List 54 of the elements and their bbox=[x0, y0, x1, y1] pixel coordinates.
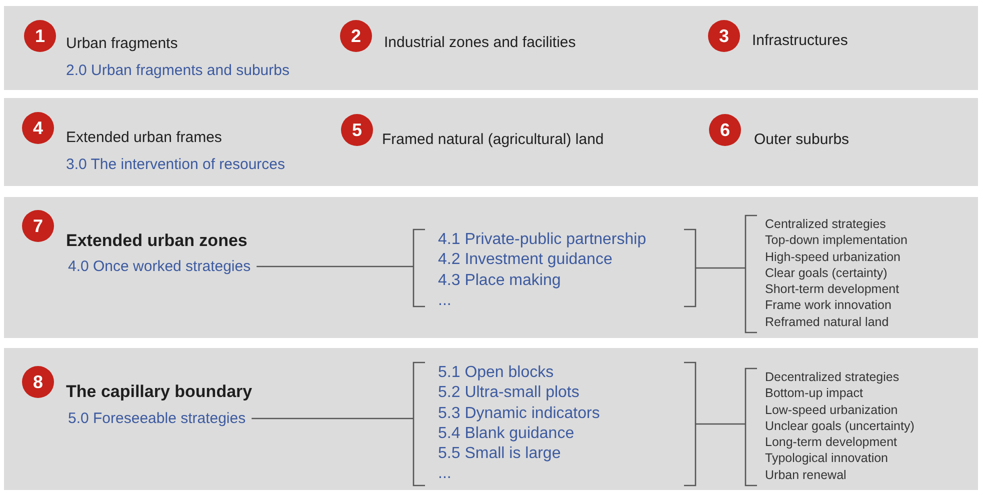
list-item: Decentralized strategies bbox=[765, 369, 900, 386]
list-item: 4.2 Investment guidance bbox=[438, 250, 612, 270]
step-number: 3 bbox=[708, 20, 740, 52]
list-item: Clear goals (certainty) bbox=[765, 264, 888, 282]
list-item: Short-term development bbox=[765, 281, 900, 298]
category-band bbox=[4, 98, 978, 186]
list-item: 5.3 Dynamic indicators bbox=[438, 404, 600, 424]
list-item: 5.2 Ultra-small plots bbox=[438, 383, 580, 404]
list-item: Long-term development bbox=[765, 434, 898, 450]
category-band bbox=[4, 197, 978, 338]
list-item: Typological innovation bbox=[765, 450, 888, 467]
category-band bbox=[4, 348, 978, 490]
step-number: 6 bbox=[709, 114, 741, 146]
list-item: ... bbox=[438, 290, 452, 311]
strategy-heading: 5.0 Foreseeable strategies bbox=[68, 410, 246, 427]
strategy-heading: 4.0 Once worked strategies bbox=[68, 258, 251, 275]
list-item: Reframed natural land bbox=[765, 314, 889, 330]
connector-line bbox=[696, 267, 745, 269]
list-item: 5.4 Blank guidance bbox=[438, 424, 574, 444]
step-number: 5 bbox=[341, 114, 373, 146]
step-number: 8 bbox=[22, 366, 54, 398]
category-title: Outer suburbs bbox=[754, 131, 850, 148]
category-title: Framed natural (agricultural) land bbox=[382, 131, 604, 148]
subheading: 2.0 Urban fragments and suburbs bbox=[66, 62, 290, 79]
bracketed-list bbox=[413, 229, 696, 307]
list-item: 4.3 Place making bbox=[438, 270, 561, 291]
category-title: The capillary boundary bbox=[66, 382, 252, 402]
category-title: Extended urban zones bbox=[66, 231, 248, 251]
list-item: Urban renewal bbox=[765, 466, 846, 484]
connector-line bbox=[256, 266, 413, 268]
step-number: 7 bbox=[22, 210, 54, 242]
step-number: 2 bbox=[340, 20, 372, 52]
list-item: 5.5 Small is large bbox=[438, 444, 561, 464]
list-item: 5.1 Open blocks bbox=[438, 363, 554, 383]
connector-line bbox=[252, 418, 413, 420]
list-item: Low-speed urbanization bbox=[765, 402, 898, 418]
category-band bbox=[4, 6, 978, 90]
list-item: High-speed urbanization bbox=[765, 248, 901, 265]
step-number: 4 bbox=[22, 112, 54, 144]
subheading: 3.0 The intervention of resources bbox=[66, 156, 286, 173]
category-title: Urban fragments bbox=[66, 35, 178, 52]
step-number: 1 bbox=[24, 20, 56, 52]
list-item: 4.1 Private-public partnership bbox=[438, 230, 646, 250]
bracketed-list bbox=[413, 362, 696, 486]
list-item: Frame work innovation bbox=[765, 297, 892, 314]
list-item: Top-down implementation bbox=[765, 232, 908, 249]
list-item: ... bbox=[438, 464, 452, 484]
connector-line bbox=[696, 423, 745, 425]
list-item: Unclear goals (uncertainty) bbox=[765, 418, 914, 434]
category-title: Infrastructures bbox=[752, 32, 848, 49]
category-title: Extended urban frames bbox=[66, 129, 222, 146]
list-item: Bottom-up impact bbox=[765, 385, 863, 402]
category-title: Industrial zones and facilities bbox=[384, 34, 576, 51]
list-item: Centralized strategies bbox=[765, 216, 886, 232]
